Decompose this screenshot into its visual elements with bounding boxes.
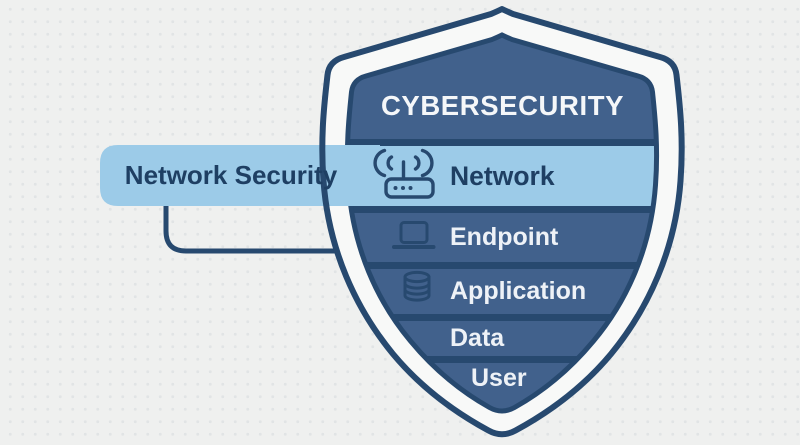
callout-connector-line (163, 200, 348, 254)
layer-label-application: Application (450, 277, 587, 305)
shield-inner-border (344, 32, 660, 414)
database-icon (403, 270, 431, 302)
layer-label-user: User (471, 364, 527, 392)
shield-outer-outline (319, 6, 685, 438)
layer-label-network: Network (450, 161, 555, 191)
layer-label-endpoint: Endpoint (450, 223, 559, 251)
wifi-router-icon (373, 148, 435, 199)
layer-band-endpoint (347, 213, 657, 262)
shield-title: CYBERSECURITY (380, 90, 625, 121)
laptop-icon (392, 221, 436, 249)
callout-pill (100, 145, 380, 206)
callout-label: Network Security (124, 160, 338, 190)
layer-label-data: Data (450, 324, 505, 352)
layer-band-application (347, 269, 657, 314)
